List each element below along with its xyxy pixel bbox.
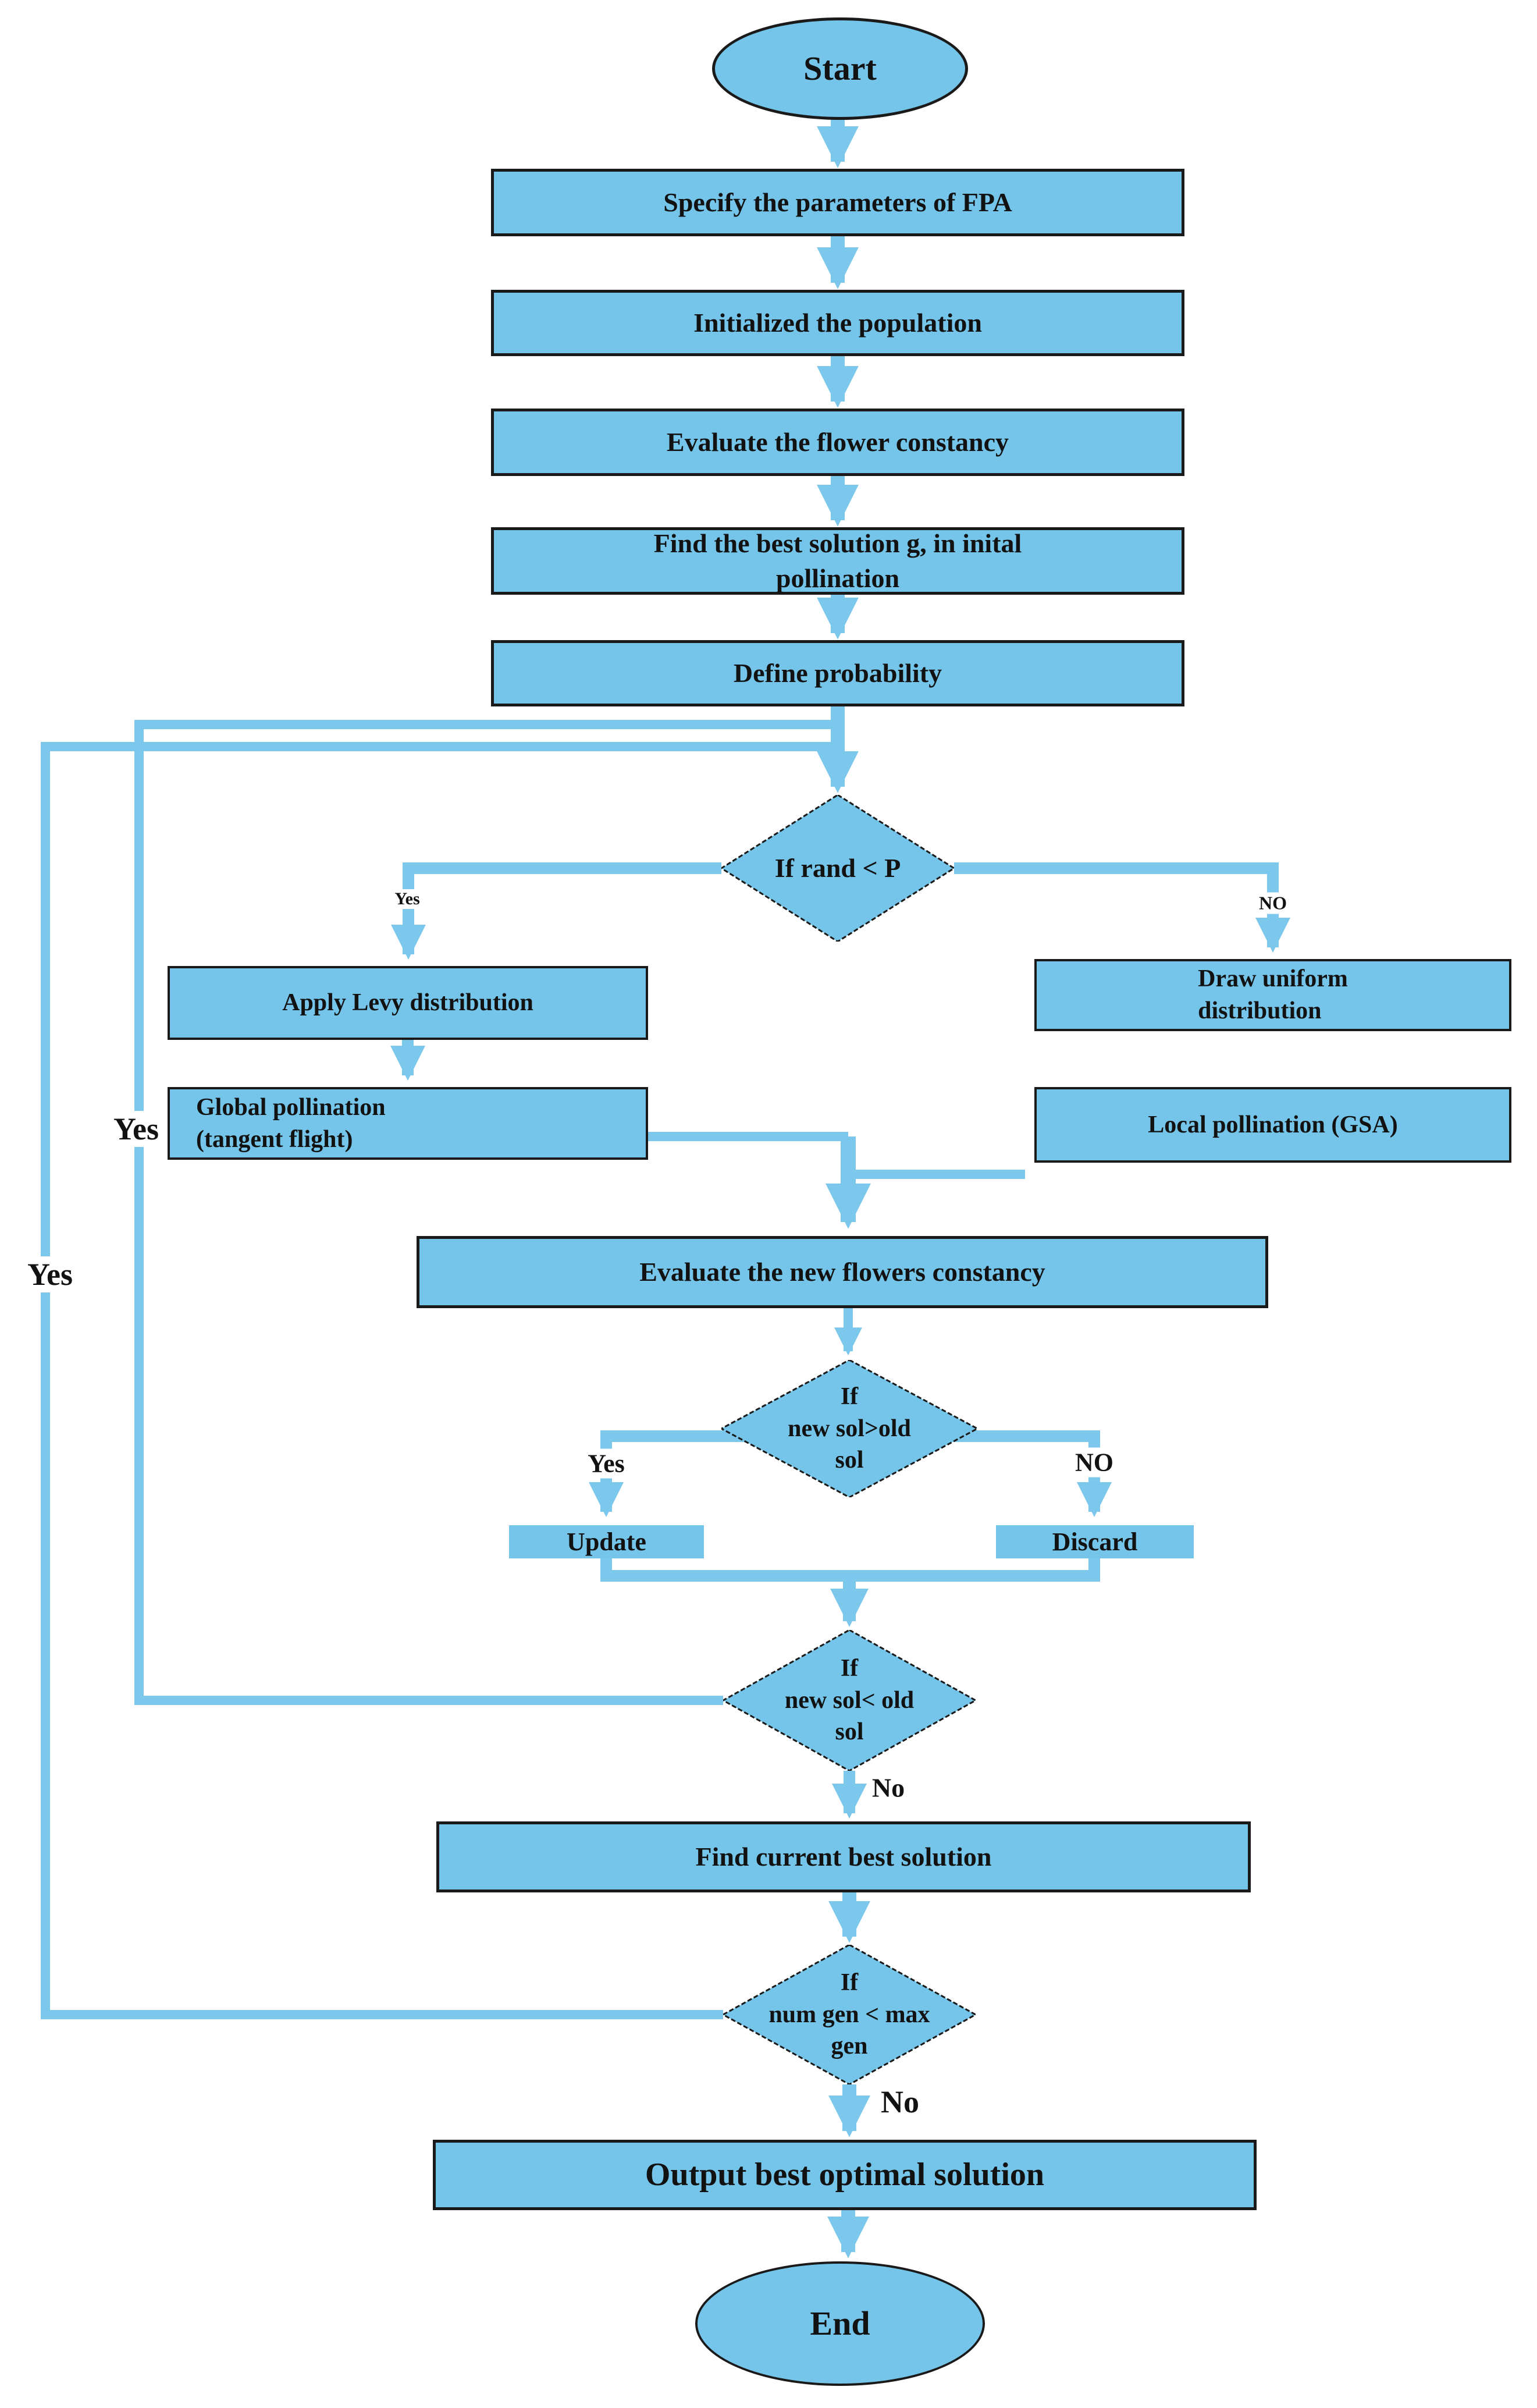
node-draw-uniform-distribution-label: Draw uniform distribution bbox=[1198, 965, 1348, 1024]
node-find-current-best: Find current best solution bbox=[436, 1821, 1251, 1892]
diamond-shape bbox=[723, 1945, 976, 2084]
decision-new-sol-greater-label: If new sol>old sol bbox=[788, 1383, 911, 1474]
edge-label-greater-no: NO bbox=[1069, 1447, 1119, 1478]
decision-rand-less-p-label: If rand < P bbox=[774, 853, 901, 883]
connector-rand-yes bbox=[391, 862, 721, 960]
node-global-pollination-label: Global pollination (tangent flight) bbox=[196, 1093, 386, 1153]
node-discard-label: Discard bbox=[1052, 1527, 1138, 1556]
node-local-pollination-gsa-label: Local pollination (GSA) bbox=[1148, 1111, 1398, 1138]
node-local-pollination-gsa: Local pollination (GSA) bbox=[1034, 1087, 1511, 1163]
edge-label-gen-no: No bbox=[881, 2084, 919, 2119]
node-evaluate-flower-constancy: Evaluate the flower constancy bbox=[491, 409, 1184, 476]
connector-update-discard-merge bbox=[600, 1558, 1100, 1582]
node-initialize-population-label: Initialized the population bbox=[693, 308, 982, 338]
node-discard: Discard bbox=[996, 1525, 1194, 1558]
node-draw-uniform-distribution: Draw uniform distribution bbox=[1034, 959, 1511, 1031]
decision-new-sol-less: If new sol< old sol bbox=[723, 1630, 976, 1771]
connector-greater-yes bbox=[589, 1430, 780, 1517]
node-update: Update bbox=[509, 1525, 704, 1558]
diamond-shape bbox=[723, 1630, 976, 1771]
node-end: End bbox=[695, 2261, 985, 2386]
node-evaluate-new-flowers-label: Evaluate the new flowers constancy bbox=[639, 1257, 1045, 1287]
node-find-best-initial: Find the best solution g, in inital poll… bbox=[491, 527, 1184, 595]
node-define-probability: Define probability bbox=[491, 640, 1184, 706]
node-initialize-population: Initialized the population bbox=[491, 290, 1184, 356]
node-output-best-solution-label: Output best optimal solution bbox=[645, 2157, 1045, 2193]
node-global-pollination: Global pollination (tangent flight) bbox=[168, 1087, 648, 1160]
node-apply-levy-distribution: Apply Levy distribution bbox=[168, 966, 648, 1040]
connector-feedback-numgen-loop bbox=[41, 742, 838, 2019]
node-define-probability-label: Define probability bbox=[733, 658, 942, 688]
edge-label-gen-yes: Yes bbox=[22, 1256, 79, 1292]
node-specify-parameters: Specify the parameters of FPA bbox=[491, 169, 1184, 236]
diamond-shape bbox=[721, 795, 954, 942]
edge-label-less-no: No bbox=[871, 1773, 905, 1803]
node-specify-parameters-label: Specify the parameters of FPA bbox=[663, 187, 1012, 218]
edge-label-greater-yes: Yes bbox=[582, 1448, 631, 1479]
node-evaluate-new-flowers: Evaluate the new flowers constancy bbox=[417, 1236, 1268, 1308]
edge-label-rand-no: NO bbox=[1253, 892, 1293, 914]
edge-label-rand-yes: Yes bbox=[389, 889, 426, 909]
node-find-best-initial-label: Find the best solution g, in inital poll… bbox=[653, 528, 1022, 593]
connector-feedback-newsol-loop bbox=[134, 720, 838, 1705]
node-find-current-best-label: Find current best solution bbox=[695, 1842, 992, 1872]
node-update-label: Update bbox=[567, 1527, 646, 1556]
decision-new-sol-less-label: If new sol< old sol bbox=[784, 1655, 915, 1746]
node-evaluate-flower-constancy-label: Evaluate the flower constancy bbox=[666, 427, 1009, 457]
decision-rand-less-p: If rand < P bbox=[721, 795, 954, 942]
node-start: Start bbox=[712, 17, 968, 120]
decision-new-sol-greater: If new sol>old sol bbox=[721, 1360, 977, 1497]
decision-num-gen-less-max-label: If num gen < max gen bbox=[768, 1969, 930, 2060]
node-end-label: End bbox=[810, 2304, 870, 2343]
connector-greater-no bbox=[919, 1430, 1112, 1517]
node-apply-levy-distribution-label: Apply Levy distribution bbox=[282, 989, 533, 1017]
node-start-label: Start bbox=[803, 49, 877, 88]
node-output-best-solution: Output best optimal solution bbox=[433, 2140, 1257, 2210]
connector-rand-no bbox=[954, 862, 1290, 953]
edge-label-less-yes: Yes bbox=[108, 1111, 165, 1147]
decision-num-gen-less-max: If num gen < max gen bbox=[723, 1945, 976, 2084]
diamond-shape bbox=[721, 1360, 977, 1497]
